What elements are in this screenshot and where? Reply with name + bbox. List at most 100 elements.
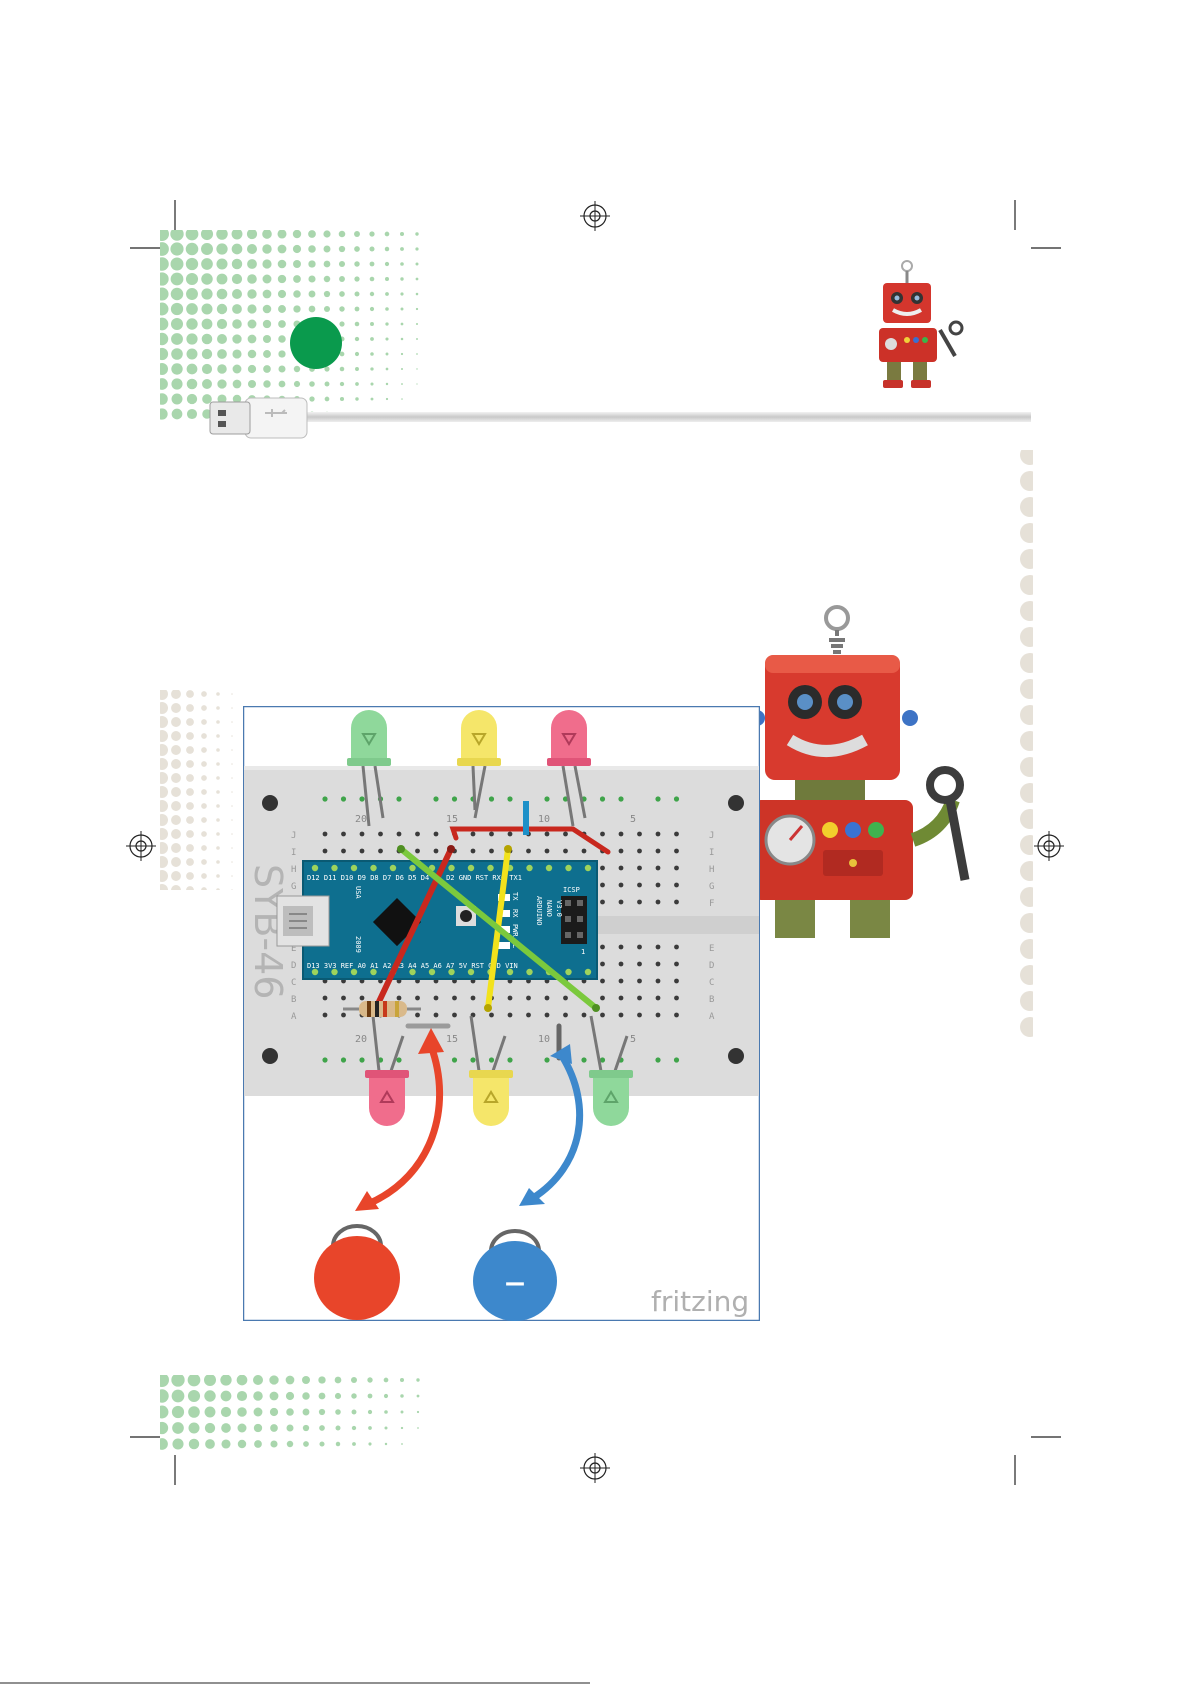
halftone-dot [339,291,345,297]
rail-hole [544,796,549,801]
breadboard-hole [563,996,568,1001]
board-pin [565,865,571,871]
halftone-dot [216,888,220,892]
halftone-dot [171,871,181,881]
halftone-dot [186,746,194,754]
breadboard-hole [656,883,661,888]
breadboard-hole [674,962,679,967]
breadboard-hole [434,849,439,854]
halftone-dot [278,365,285,372]
halftone-dot [233,365,242,374]
halftone-dot [355,352,359,356]
halftone-dot [416,383,417,384]
halftone-dot [247,304,256,313]
halftone-dot [186,732,194,740]
halftone-dot [400,1394,403,1397]
board-pin [565,969,571,975]
halftone-dot [186,718,194,726]
halftone-dot [324,261,331,268]
halftone-dot [355,322,360,327]
halftone-dot [351,1377,357,1383]
halftone-dot [369,246,374,251]
breadboard-hole [674,832,679,837]
halftone-dot [400,277,403,280]
rail-hole [674,1057,679,1062]
halftone-dot [171,731,181,741]
row-letter: J [709,831,714,841]
breadboard-hole [563,832,568,837]
halftone-dot [201,761,207,767]
halftone-dot [1020,1017,1040,1037]
rail-hole [396,1057,401,1062]
halftone-dot [205,1439,215,1449]
breadboard-hole [619,1013,624,1018]
halftone-dot [186,844,194,852]
breadboard-hole [619,883,624,888]
halftone-dot [385,1443,387,1445]
rail-hole [341,796,346,801]
halftone-dot [221,1407,231,1417]
board-name-3: V3.0 [555,900,563,917]
halftone-dot [339,276,345,282]
halftone-dot [186,816,194,824]
halftone-dot [1020,809,1040,829]
halftone-dot [155,1389,168,1402]
halftone-dot [216,832,220,836]
halftone-dot [247,259,257,269]
halftone-dot [217,319,227,329]
halftone-dot [277,229,286,238]
halftone-dot [340,382,344,386]
halftone-dot [270,1408,278,1416]
rail-hole [544,1057,549,1062]
halftone-dot [339,261,345,267]
breadboard-hole [526,996,531,1001]
halftone-dot [216,734,220,738]
rail-hole [655,1057,660,1062]
halftone-dot [270,1424,278,1432]
halftone-dot [339,246,345,252]
halftone-dot [385,307,389,311]
halftone-dot [156,702,168,714]
halftone-dot [263,290,272,299]
breadboard-hole [600,996,605,1001]
breadboard-hole [637,979,642,984]
halftone-dot [1020,783,1040,803]
halftone-dot [232,244,243,255]
halftone-dot [385,277,389,281]
breadboard-hole [637,832,642,837]
halftone-dot [172,1438,183,1449]
rail-hole [674,796,679,801]
halftone-dot [385,292,389,296]
breadboard-hole [397,832,402,837]
halftone-dot [286,1392,294,1400]
breadboard-hole [434,996,439,1001]
halftone-dot [401,308,404,311]
halftone-dot [1020,627,1040,647]
halftone-dot [1020,991,1040,1011]
halftone-dot [155,227,169,241]
halftone-dot [220,1374,231,1385]
halftone-dot [186,303,198,315]
halftone-dot [263,320,271,328]
breadboard-hole [489,849,494,854]
breadboard-hole [600,832,605,837]
halftone-dot [202,349,212,359]
halftone-dot [416,368,417,369]
halftone-dot [216,720,220,724]
halftone-dot [171,857,181,867]
rail-hole [322,1057,327,1062]
halftone-dot [231,847,233,849]
halftone-dot [319,1409,325,1415]
halftone-dot [171,318,183,330]
halftone-dot [386,368,389,371]
halftone-dot [1020,471,1040,491]
halftone-dot [335,1377,342,1384]
halftone-dot [221,1391,232,1402]
breadboard-hole [434,1013,439,1018]
halftone-dot [201,859,207,865]
halftone-dot [302,1376,310,1384]
halftone-dot [156,842,168,854]
halftone-dot [171,333,183,345]
breadboard-hole [600,979,605,984]
halftone-dot [171,759,181,769]
